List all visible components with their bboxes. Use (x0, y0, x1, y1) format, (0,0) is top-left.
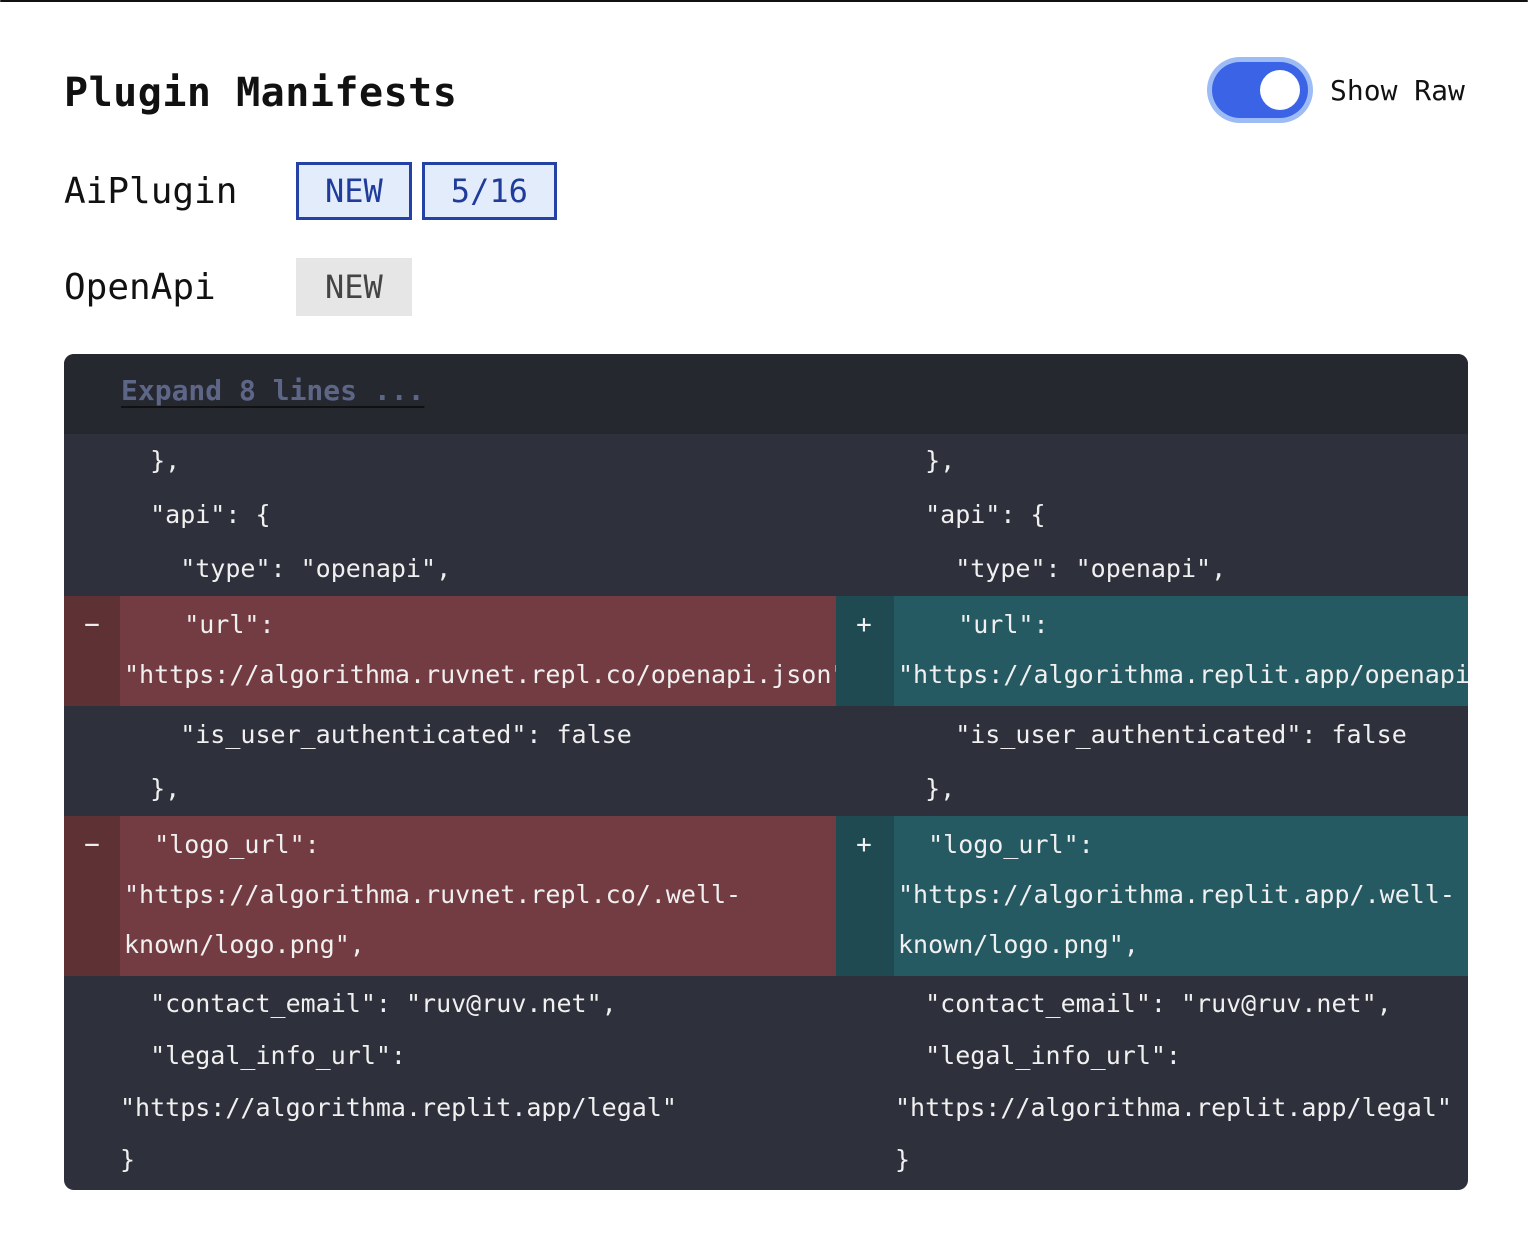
new-badge[interactable]: NEW (296, 162, 412, 220)
removed-content: "url": "https://algorithma.ruvnet.repl.c… (120, 596, 862, 706)
manifest-row-aiplugin: AiPlugin NEW 5/16 (64, 162, 567, 220)
left-code: } (120, 1145, 136, 1174)
added-line: "https://algorithma.replit.app/openapi.j… (898, 660, 1468, 689)
manifest-name: OpenApi (64, 266, 216, 308)
added-line: known/logo.png", (898, 930, 1139, 959)
minus-icon: − (84, 830, 100, 860)
diff-context-line: "is_user_authenticated": false "is_user_… (64, 708, 1468, 762)
added-line: "url": (898, 610, 1049, 639)
added-content: "url": "https://algorithma.replit.app/op… (894, 596, 1468, 706)
show-raw-toggle[interactable] (1212, 62, 1308, 118)
left-code: "type": "openapi", (120, 554, 452, 583)
plus-icon: + (856, 610, 872, 640)
right-code: "is_user_authenticated": false (895, 720, 1407, 749)
left-code: "https://algorithma.replit.app/legal" (120, 1093, 677, 1122)
diff-context-line: }, }, (64, 434, 1468, 488)
new-badge[interactable]: NEW (296, 258, 412, 316)
removed-line: "https://algorithma.ruvnet.repl.co/.well… (124, 880, 742, 909)
left-code: "is_user_authenticated": false (120, 720, 632, 749)
added-gutter: + (836, 816, 894, 976)
plus-icon: + (856, 830, 872, 860)
left-code: "legal_info_url": (120, 1041, 406, 1070)
expand-lines-link[interactable]: Expand 8 lines ... (121, 374, 425, 407)
minus-icon: − (84, 610, 100, 640)
removed-line: "url": (124, 610, 275, 639)
right-code: "contact_email": "ruv@ruv.net", (895, 989, 1392, 1018)
added-content: "logo_url": "https://algorithma.replit.a… (894, 816, 1468, 976)
right-code: } (895, 1145, 911, 1174)
removed-gutter: − (64, 596, 120, 706)
window-top-border (0, 0, 1528, 2)
added-gutter: + (836, 596, 894, 706)
left-code: "api": { (120, 500, 271, 529)
right-code: }, (895, 446, 956, 475)
removed-line: "https://algorithma.ruvnet.repl.co/opena… (124, 660, 862, 689)
added-line: "https://algorithma.replit.app/.well- (898, 880, 1455, 909)
left-code: }, (120, 446, 181, 475)
diff-context-line: "contact_email": "ruv@ruv.net", "contact… (64, 978, 1468, 1030)
removed-content: "logo_url": "https://algorithma.ruvnet.r… (120, 816, 836, 976)
diff-context-line: "type": "openapi", "type": "openapi", (64, 542, 1468, 596)
diff-change-url: − "url": "https://algorithma.ruvnet.repl… (64, 596, 1468, 708)
right-code: "type": "openapi", (895, 554, 1227, 583)
diff-context-line: "https://algorithma.replit.app/legal" "h… (64, 1082, 1468, 1134)
toggle-knob (1260, 70, 1300, 110)
diff-change-logo: − "logo_url": "https://algorithma.ruvnet… (64, 816, 1468, 978)
left-code: "contact_email": "ruv@ruv.net", (120, 989, 617, 1018)
right-code: "https://algorithma.replit.app/legal" (895, 1093, 1452, 1122)
removed-line: "logo_url": (124, 830, 320, 859)
manifest-row-openapi: OpenApi NEW (64, 258, 422, 316)
show-raw-control[interactable]: Show Raw (1212, 58, 1465, 122)
diff-context-line: "legal_info_url": "legal_info_url": (64, 1030, 1468, 1082)
page-title: Plugin Manifests (64, 70, 458, 116)
version-badge[interactable]: 5/16 (421, 162, 557, 220)
removed-line: known/logo.png", (124, 930, 365, 959)
added-line: "logo_url": (898, 830, 1094, 859)
manifest-name: AiPlugin (64, 170, 238, 212)
expand-bar: Expand 8 lines ... (64, 354, 1468, 434)
diff-context-line: "api": { "api": { (64, 488, 1468, 542)
show-raw-label: Show Raw (1330, 73, 1465, 107)
right-code: "legal_info_url": (895, 1041, 1181, 1070)
removed-gutter: − (64, 816, 120, 976)
right-code: "api": { (895, 500, 1046, 529)
right-code: }, (895, 774, 956, 803)
diff-viewer: Expand 8 lines ... }, }, "api": { "api":… (64, 354, 1468, 1190)
diff-context-line: }, }, (64, 762, 1468, 816)
diff-context-line: } } (64, 1134, 1468, 1186)
left-code: }, (120, 774, 181, 803)
